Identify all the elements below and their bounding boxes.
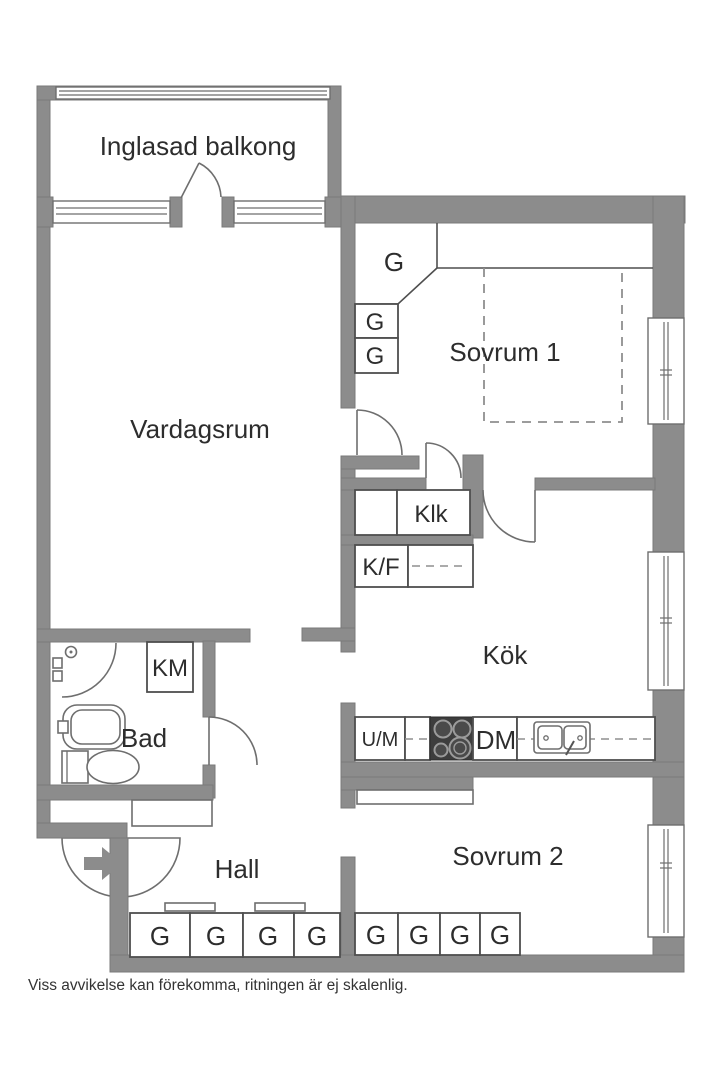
wall-bedroom2-jamb <box>340 789 356 809</box>
toilet <box>61 749 140 785</box>
wall-fridge-top <box>340 534 474 546</box>
bed-dashed-outline <box>483 268 623 423</box>
bedroom1-closets <box>354 223 653 374</box>
wardrobe-label: G <box>258 921 278 951</box>
wardrobe-box <box>189 912 244 958</box>
wall-balcony-sill-right <box>324 196 342 228</box>
disclaimer-text: Viss avvikelse kan förekomma, ritningen … <box>28 977 408 994</box>
shower-mixer <box>52 657 63 669</box>
oven-microwave-box <box>354 716 406 761</box>
wardrobe-label: G <box>409 920 429 950</box>
bedroom1-door <box>425 442 462 479</box>
balcony-door <box>180 162 222 199</box>
bedroom2-rail-box <box>356 789 474 805</box>
wall-bath-east-upper <box>202 640 216 718</box>
wall-kitchen-south <box>340 761 685 778</box>
wardrobe-box <box>129 912 191 958</box>
wall-bath-south <box>36 784 214 801</box>
shower-drain-dot <box>69 650 73 654</box>
washbasin <box>57 704 126 750</box>
wardrobe-box <box>439 912 481 956</box>
wall-balcony-sill-left <box>36 196 54 228</box>
wardrobe-label: G <box>384 247 404 277</box>
closet-shelf-line <box>436 223 653 269</box>
dishwasher-label: DM <box>476 725 516 755</box>
wall-living-south-west <box>36 628 251 643</box>
room-label-bathroom: Bad <box>121 723 167 753</box>
sliding-door-rail <box>254 902 306 912</box>
wall-bedroom2-west <box>340 856 356 958</box>
window-bedroom1 <box>647 317 685 425</box>
dishwasher-box <box>472 716 518 761</box>
room-label-bedroom1: Sovrum 1 <box>449 337 560 367</box>
labels: Inglasad balkong Vardagsrum Sovrum 1 Kök… <box>28 131 564 994</box>
wall-bedroom1-top <box>340 195 686 224</box>
wall-balcony-pillar-left <box>169 196 183 228</box>
wardrobe-label: G <box>366 309 385 336</box>
storage-units <box>129 789 521 958</box>
windows <box>52 86 685 938</box>
window-kitchen <box>647 551 685 691</box>
wardrobe-label: G <box>366 920 386 950</box>
wardrobe-label: G <box>206 921 226 951</box>
wardrobe-box <box>354 303 399 339</box>
window-bedroom2 <box>647 824 685 938</box>
stove-burner <box>433 742 449 758</box>
oven-microwave-label: U/M <box>362 729 399 751</box>
room-label-balcony: Inglasad balkong <box>100 131 297 161</box>
window-balcony-sill-right <box>233 200 326 224</box>
stove-burner <box>448 736 472 760</box>
room-label-hall: Hall <box>215 854 260 884</box>
wardrobe-label: G <box>490 920 510 950</box>
wall-living-south-east <box>301 627 356 642</box>
room-label-bedroom2: Sovrum 2 <box>452 841 563 871</box>
wall-closet-top <box>340 477 427 491</box>
stove-burner-inner <box>453 741 467 755</box>
wall-balcony-pillar-right <box>221 196 235 228</box>
wall-living-east-upper <box>340 195 356 409</box>
closet-units <box>354 489 474 588</box>
wall-corridor-south <box>340 455 420 470</box>
wall-entry-top <box>36 822 128 839</box>
wardrobe-label: G <box>307 921 327 951</box>
sliding-door-rail <box>164 902 216 912</box>
walk-in-closet-box <box>396 489 471 536</box>
room-label-living-room: Vardagsrum <box>130 414 270 444</box>
wall-kitchen-south-thick <box>340 776 474 791</box>
kitchen-sink <box>533 721 591 756</box>
hall-shelf-box <box>131 799 213 827</box>
wardrobe-label: G <box>450 920 470 950</box>
wardrobe-box <box>479 912 521 956</box>
wardrobe-box <box>354 337 399 374</box>
wall-kitchen-north <box>534 477 656 491</box>
entry-arrow-icon <box>84 847 122 880</box>
window-balcony-sill-left <box>52 200 171 224</box>
kitchen-door <box>482 489 536 543</box>
wardrobe-box <box>397 912 441 956</box>
living-room-door <box>356 409 403 456</box>
kitchen-counter <box>354 716 656 761</box>
stove-burner <box>433 719 453 739</box>
shower-mixer <box>52 670 63 682</box>
washing-machine-label: KM <box>152 655 188 682</box>
room-label-kitchen: Kök <box>483 640 529 670</box>
shower-curtain-arc <box>61 642 117 698</box>
washing-machine-box <box>146 641 194 693</box>
wardrobe-label: G <box>366 343 385 370</box>
stove-burner <box>452 719 472 739</box>
fridge-freezer-label: K/F <box>362 554 399 581</box>
bathroom-fixtures <box>52 641 194 785</box>
window-balcony-top <box>55 86 331 100</box>
wardrobe-label: G <box>150 921 170 951</box>
bathroom-door <box>208 716 258 766</box>
room-label-walk-in-closet: Klk <box>414 501 448 528</box>
wardrobe-box <box>242 912 295 958</box>
doors <box>180 162 536 766</box>
wardrobe-box <box>293 912 341 958</box>
closet-box <box>354 489 398 536</box>
